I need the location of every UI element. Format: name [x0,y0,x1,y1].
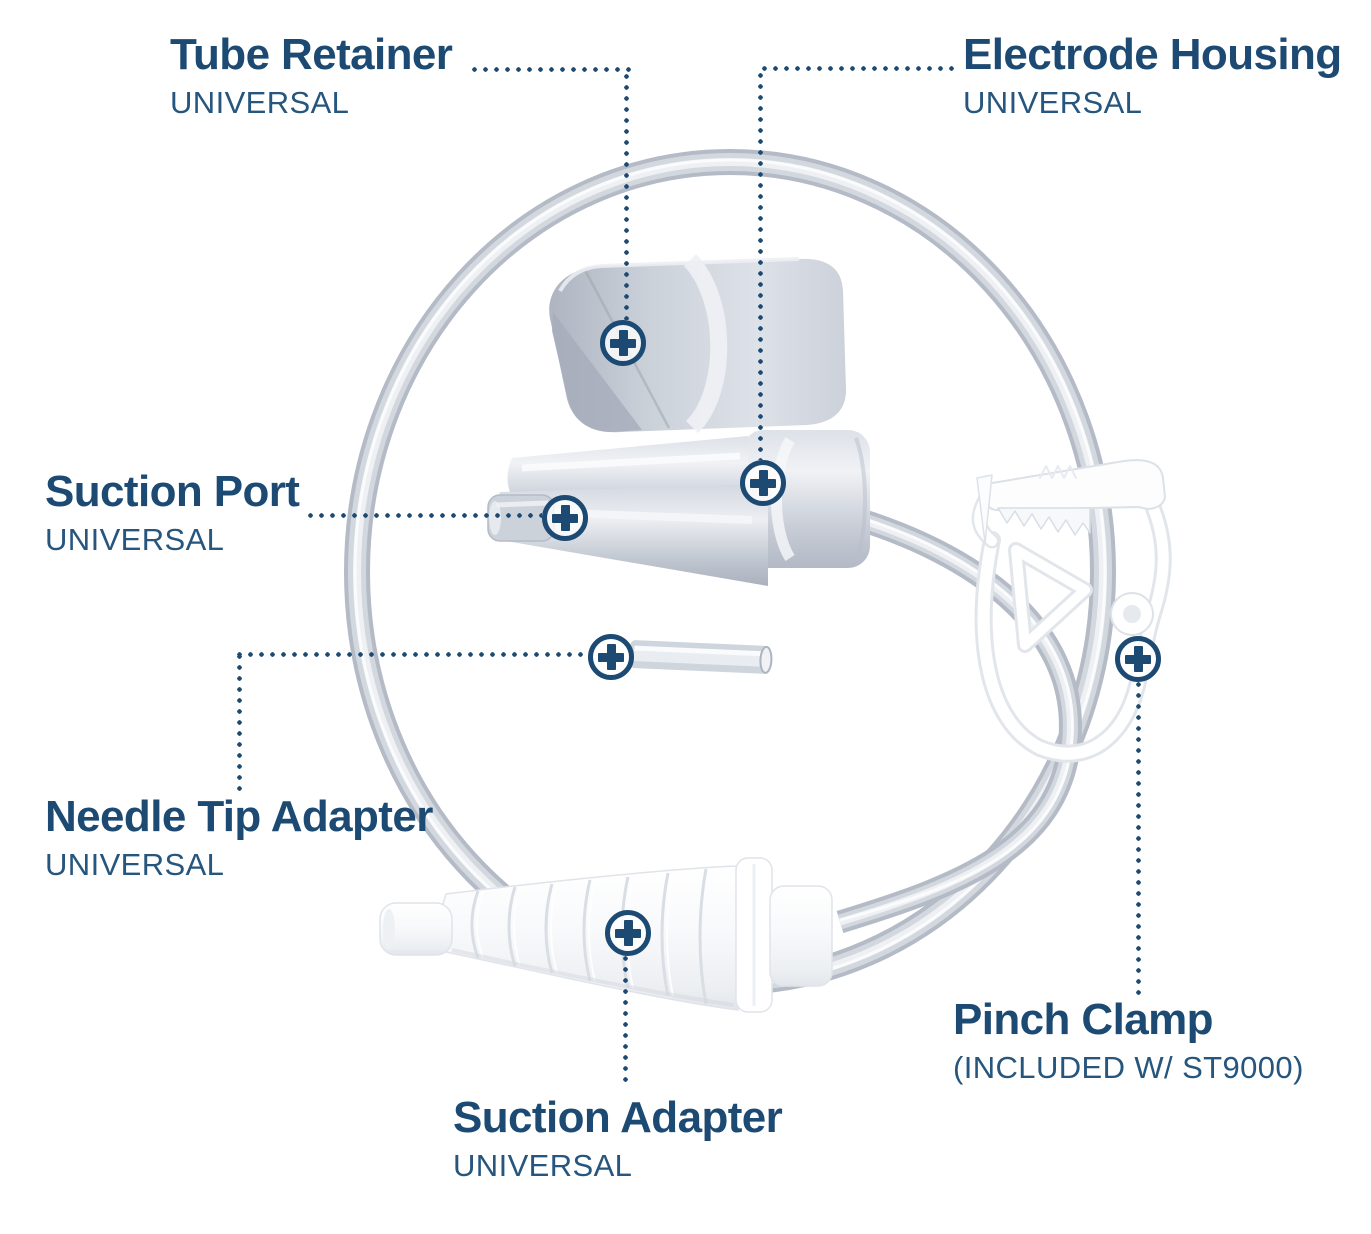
label-tube-retainer: Tube Retainer UNIVERSAL [170,30,453,121]
label-title: Pinch Clamp [953,995,1214,1044]
pinch-clamp-part [971,459,1172,763]
label-suction-port: Suction Port UNIVERSAL [45,467,300,558]
plus-circle-icon-pinch-clamp[interactable] [1115,636,1161,682]
inner-tubing-segment [836,504,1082,933]
suction-adapter-part [379,857,833,1013]
plus-circle-icon-needle-tip[interactable] [588,634,634,680]
leader-pinch-clamp-v [1136,682,1141,995]
label-subtitle: UNIVERSAL [963,84,1143,120]
leader-tube-retainer-v [624,74,629,320]
label-title: Tube Retainer [170,30,453,79]
label-needle-tip-adapter: Needle Tip Adapter UNIVERSAL [45,792,433,883]
tube-retainer-part [549,254,846,434]
plus-icon-bar [606,644,616,670]
label-subtitle: (INCLUDED W/ ST9000) [953,1049,1304,1085]
leader-suction-adapter-v [623,956,628,1088]
plus-icon-bar [758,470,768,496]
leader-needle-tip-h [237,652,589,657]
needle-tip-adapter-part [629,640,773,674]
label-subtitle: UNIVERSAL [45,846,225,882]
plus-icon-bar [560,505,570,531]
label-title: Needle Tip Adapter [45,792,433,841]
leader-tube-retainer-h [472,67,632,72]
plus-icon-bar [618,330,628,356]
label-title: Suction Port [45,467,300,516]
label-title: Electrode Housing [963,30,1342,79]
label-suction-adapter: Suction Adapter UNIVERSAL [453,1093,783,1184]
label-title: Suction Adapter [453,1093,783,1142]
label-electrode-housing: Electrode Housing UNIVERSAL [963,30,1342,121]
leader-suction-port-h [308,513,542,518]
label-subtitle: UNIVERSAL [453,1147,633,1183]
plus-circle-icon-tube-retainer[interactable] [600,320,646,366]
label-subtitle: UNIVERSAL [45,521,225,557]
leader-electrode-housing-v [758,73,763,460]
label-pinch-clamp: Pinch Clamp (INCLUDED W/ ST9000) [953,995,1304,1086]
plus-icon-bar [1133,646,1143,672]
plus-circle-icon-suction-port[interactable] [542,495,588,541]
label-subtitle: UNIVERSAL [170,84,350,120]
plus-circle-icon-electrode-housing[interactable] [740,460,786,506]
leader-needle-tip-v [237,654,242,792]
plus-icon-bar [623,920,633,946]
leader-electrode-housing-h [762,66,959,71]
plus-circle-icon-suction-adapter[interactable] [605,910,651,956]
